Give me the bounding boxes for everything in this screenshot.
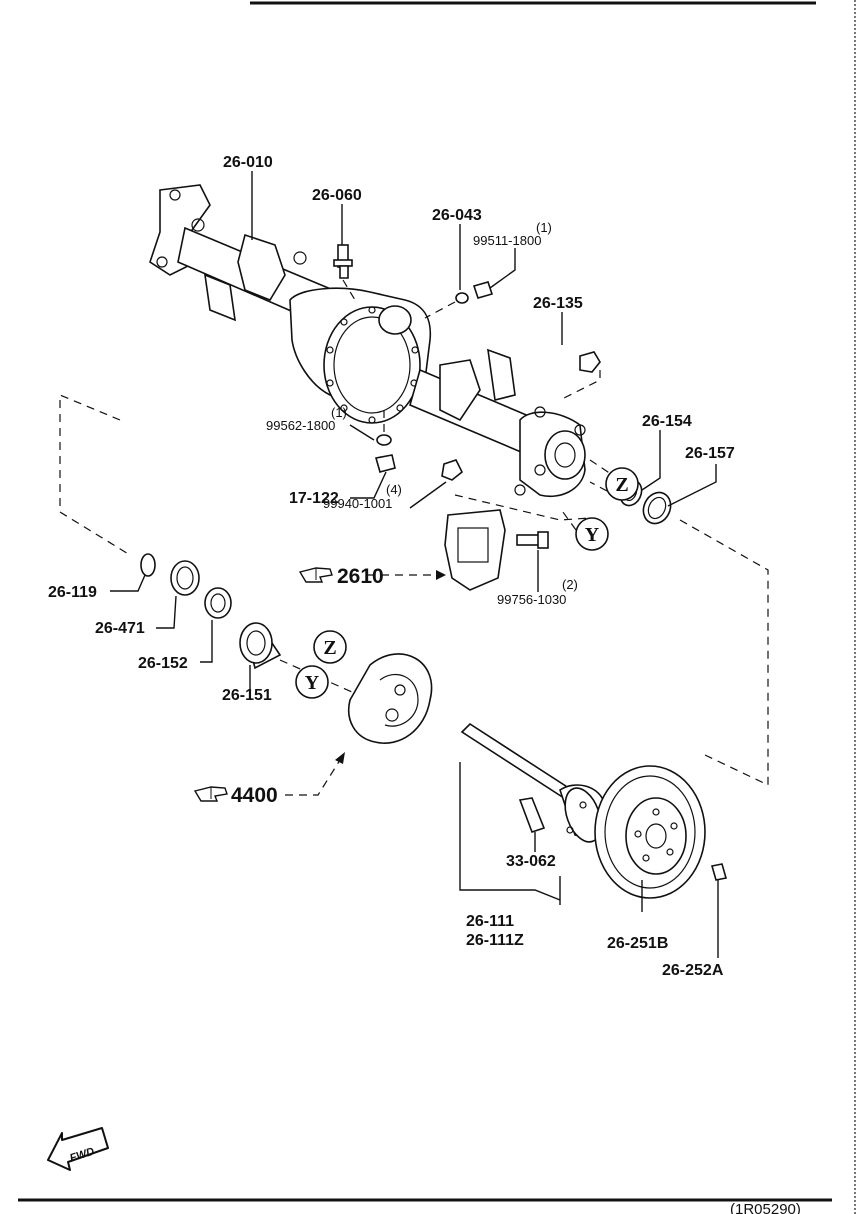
svg-text:Z: Z <box>323 637 336 659</box>
fwd-arrow-icon: FWD <box>47 1127 109 1171</box>
label-bolt-top: 99511-1800 <box>473 233 541 248</box>
label-bolt-caliper-qty: (2) <box>562 577 578 592</box>
svg-text:Y: Y <box>305 672 320 694</box>
collar-part <box>239 622 282 670</box>
label-washer-mid-qty: (1) <box>331 405 347 420</box>
label-bolt-top-qty: (1) <box>536 220 552 235</box>
callout-y-lower: Y <box>295 665 329 699</box>
label-washer-top: 26-043 <box>432 207 482 224</box>
label-shaft: 26-111 <box>466 913 514 930</box>
label-seal-outer: 26-157 <box>685 445 735 462</box>
footer-code: (1R05290) <box>730 1201 801 1214</box>
label-spacer: 26-152 <box>138 655 188 672</box>
label-disc: 26-251B <box>607 935 668 952</box>
spacer-part <box>204 587 232 619</box>
label-washer-mid: 99562-1800 <box>266 418 335 433</box>
label-collar: 26-151 <box>222 687 272 704</box>
axle-housing <box>149 184 586 497</box>
caliper-section-ref[interactable]: 2610 <box>298 565 384 588</box>
washer-bolt-top <box>424 281 494 319</box>
label-plug: 17-122 <box>289 490 339 507</box>
breather-part <box>333 244 356 301</box>
callout-z-lower: Z <box>313 630 347 664</box>
pointing-hand-icon <box>193 786 228 802</box>
brake-ref-arrowhead <box>335 752 345 764</box>
caliper-ref-arrowhead <box>436 570 446 580</box>
label-disc-screw: 26-252A <box>662 962 724 979</box>
callout-z-upper: Z <box>605 467 639 501</box>
caliper-nut-part <box>441 459 464 481</box>
outer-seal-part <box>642 491 672 525</box>
brake-backing-plate-part <box>348 653 433 744</box>
disc-screw-part <box>710 863 728 881</box>
leader-lines <box>110 171 719 958</box>
label-hub-bolt: 33-062 <box>506 853 556 870</box>
callout-y-upper: Y <box>575 517 609 551</box>
nut-dashed-path <box>559 370 601 401</box>
drain-washer-part <box>376 434 392 446</box>
svg-text:Z: Z <box>615 474 628 496</box>
hub-bolt-part <box>518 797 546 834</box>
caliper-part <box>444 509 549 591</box>
nut-part <box>579 351 601 373</box>
label-nut2: 99940-1001 <box>323 496 392 511</box>
bearing-part <box>170 560 200 596</box>
label-shaft-alt: 26-111Z <box>466 932 524 949</box>
label-seal-inner: 26-154 <box>642 413 692 430</box>
brake-disc-part <box>594 765 706 899</box>
pointing-hand-icon <box>298 567 333 583</box>
label-bolt-caliper: 99756-1030 <box>497 592 566 607</box>
label-bearing: 26-471 <box>95 620 145 637</box>
brake-section-ref[interactable]: 4400 <box>193 784 278 807</box>
label-nut: 26-135 <box>533 295 583 312</box>
label-breather: 26-060 <box>312 187 362 204</box>
label-snap-ring: 26-119 <box>48 584 97 601</box>
snap-ring-part <box>140 553 156 577</box>
ref-brake: 4400 <box>231 784 278 807</box>
label-housing: 26-010 <box>223 154 273 171</box>
svg-text:Y: Y <box>585 524 600 546</box>
assembly-dashed-frame <box>59 394 131 556</box>
label-nut2-qty: (4) <box>386 482 402 497</box>
drain-plug-part <box>374 454 396 473</box>
ref-caliper: 2610 <box>337 565 384 588</box>
